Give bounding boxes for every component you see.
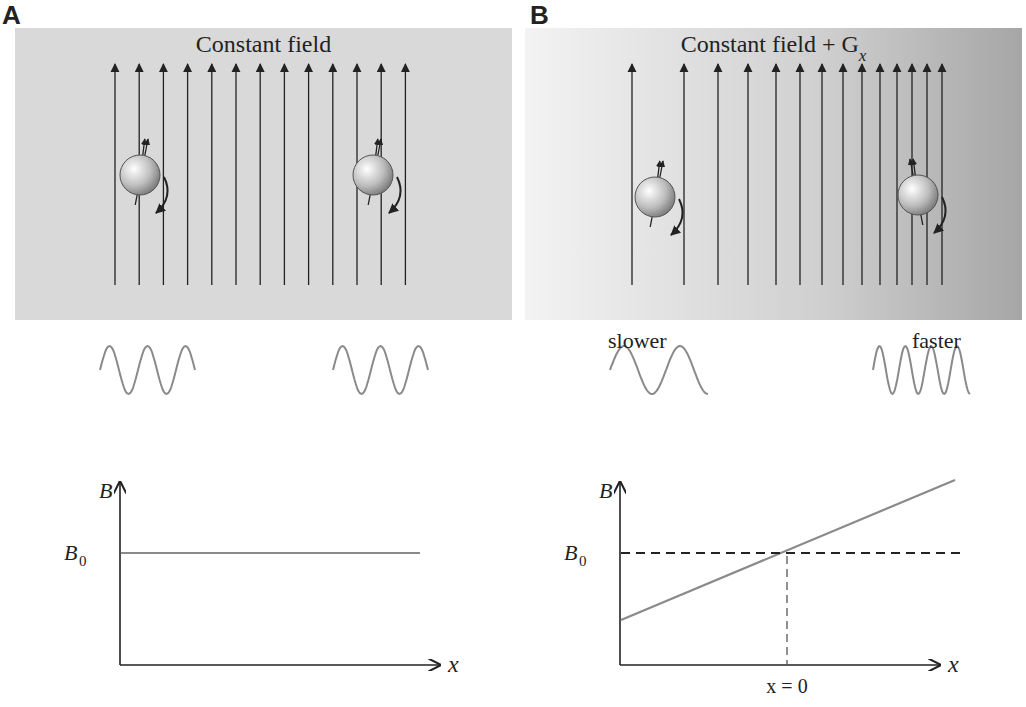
wave-label: slower [608,330,667,352]
panel-title: Constant field [196,31,331,57]
panel-ground [525,28,1022,320]
panel-letter: A [2,2,21,28]
panel-letter: B [530,2,549,28]
field-line-plot [621,480,955,620]
field-panel: Constant field [15,28,512,320]
spins [120,139,946,235]
axis-label: B [599,480,612,502]
field-lines [632,64,942,285]
axis-tick-label: x = 0 [766,676,807,696]
field-panel: Constant field + Gx [525,28,1022,320]
axis-label: x [448,652,459,676]
field-lines [115,64,405,285]
subscript: 0 [579,554,587,569]
reference-dash [621,552,960,554]
field-line-plot [121,552,420,554]
precession-waves [100,346,970,394]
axis-tick-label: B [564,542,577,564]
title-subscript: x [859,46,867,65]
wave-label: faster [912,330,961,352]
graph-axes [120,482,940,665]
subscript: 0 [79,554,87,569]
axis-label: x [948,652,959,676]
panel-title: Constant field + G [681,31,859,57]
axis-tick-label: B [64,542,77,564]
reference-dash [787,556,788,664]
axis-label: B [99,480,112,502]
panel-ground [15,28,512,320]
